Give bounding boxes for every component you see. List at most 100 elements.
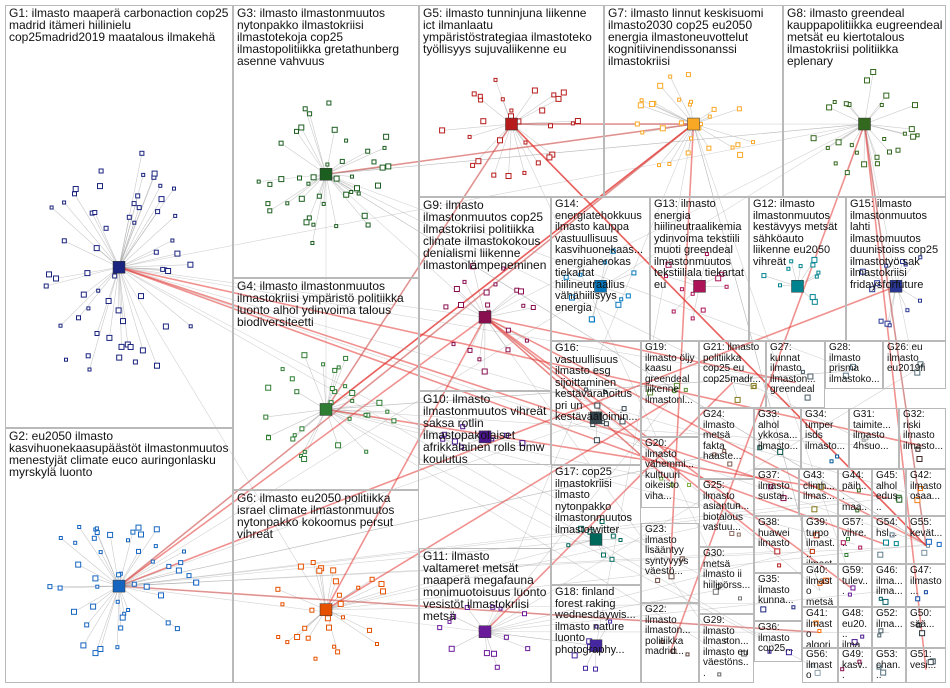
node <box>603 260 608 265</box>
node <box>522 170 527 175</box>
node <box>310 560 316 565</box>
group-panel-g35: G35: ilmasto kunna... <box>754 573 802 621</box>
node <box>494 664 500 670</box>
edge <box>118 264 191 268</box>
inter-group-edge <box>118 497 856 587</box>
inter-group-edge <box>693 123 856 591</box>
node <box>497 137 503 144</box>
inter-group-edge <box>118 267 327 610</box>
node <box>844 553 849 557</box>
edge <box>109 267 120 338</box>
node <box>365 148 371 154</box>
node <box>118 625 124 631</box>
node <box>791 605 796 610</box>
edge <box>118 267 158 366</box>
node <box>367 627 372 633</box>
inter-group-edge <box>118 123 865 587</box>
edge <box>280 142 327 175</box>
node <box>280 602 285 607</box>
node <box>864 77 870 84</box>
hub-node <box>589 533 603 546</box>
group-label-g52: G52: ilma... <box>876 608 903 630</box>
group-label-g4: G4: ilmasto ilmastonmuutos ilmastokriisi… <box>237 279 404 329</box>
edge <box>74 193 120 268</box>
node <box>477 357 482 362</box>
edge <box>118 586 121 629</box>
group-label-g38: G38: huawei ilmasto <box>758 517 790 549</box>
edge <box>118 551 185 587</box>
edge <box>60 267 120 326</box>
node <box>817 483 824 490</box>
inter-group-edge <box>484 316 927 546</box>
edge <box>325 150 368 175</box>
group-label-g27: G27: kunnat ilmasto ilmaston... greendea… <box>770 342 816 395</box>
node <box>673 382 680 389</box>
node <box>498 606 503 611</box>
edge <box>118 185 161 268</box>
node <box>316 567 323 574</box>
node <box>467 134 472 139</box>
node <box>522 611 527 617</box>
node <box>500 97 505 102</box>
node <box>126 214 132 220</box>
node <box>603 390 608 394</box>
edge <box>73 585 120 613</box>
node <box>700 307 706 313</box>
edge <box>89 267 120 370</box>
node <box>798 264 803 269</box>
group-label-g43: G43: climh... ilmas... <box>803 470 835 502</box>
node <box>621 406 627 412</box>
node <box>625 293 631 299</box>
node <box>619 418 626 425</box>
edge <box>265 409 327 418</box>
node <box>667 162 672 166</box>
node <box>266 435 271 441</box>
edge <box>268 409 327 437</box>
group-panel-g46: G46: ilma... ilma... <box>872 564 906 607</box>
group-label-g56: G56: ilmasto <box>806 649 833 681</box>
group-panel-g50: G50: sää... <box>906 607 946 648</box>
node <box>671 648 677 654</box>
hub-node <box>589 639 603 653</box>
node <box>800 369 805 374</box>
group-panel-g44: G44: päih... maa... <box>838 469 872 516</box>
inter-group-edge <box>484 123 694 632</box>
node <box>655 577 661 583</box>
node <box>263 414 269 420</box>
node <box>814 669 821 676</box>
edge <box>118 266 163 270</box>
group-panel-g25: G25: ilmasto asiantun... biotalous vastu… <box>699 479 754 547</box>
edge <box>118 267 122 347</box>
node <box>97 646 104 652</box>
group-panel-g26: G26: eu ilmasto eu2019fi <box>883 341 946 389</box>
node <box>671 309 676 314</box>
group-panel-g41: G41: ilmasto algori... <box>802 607 838 648</box>
group-label-g2: G2: eu2050 ilmasto kasvihuonekaasupäästö… <box>9 429 229 479</box>
inter-group-edge <box>325 174 486 318</box>
inter-group-edge <box>864 123 915 371</box>
node <box>294 634 301 640</box>
node <box>843 101 849 107</box>
node <box>647 389 654 396</box>
node <box>578 525 585 532</box>
node <box>75 561 82 568</box>
node <box>332 367 338 373</box>
node <box>741 650 748 657</box>
node <box>640 130 645 135</box>
node <box>326 100 332 106</box>
group-panel-g49: G49: kasv... <box>838 648 872 683</box>
group-label-g24: G24: ilmasto metsä fakta haaste... <box>703 409 742 462</box>
node <box>813 532 820 539</box>
edge <box>325 409 367 452</box>
edge <box>95 586 120 654</box>
node <box>307 111 313 117</box>
group-label-g48: G48: eu20... ilma... <box>842 608 869 648</box>
node <box>337 600 344 607</box>
group-panel-g57: G57: vihre... <box>838 516 872 564</box>
node <box>690 291 695 296</box>
hub-node <box>889 280 903 293</box>
inter-group-edge <box>669 123 695 573</box>
node <box>877 551 884 558</box>
group-panel-g28: G28: ilmasto prisma ilmastoko... <box>825 341 883 389</box>
node <box>768 484 774 490</box>
